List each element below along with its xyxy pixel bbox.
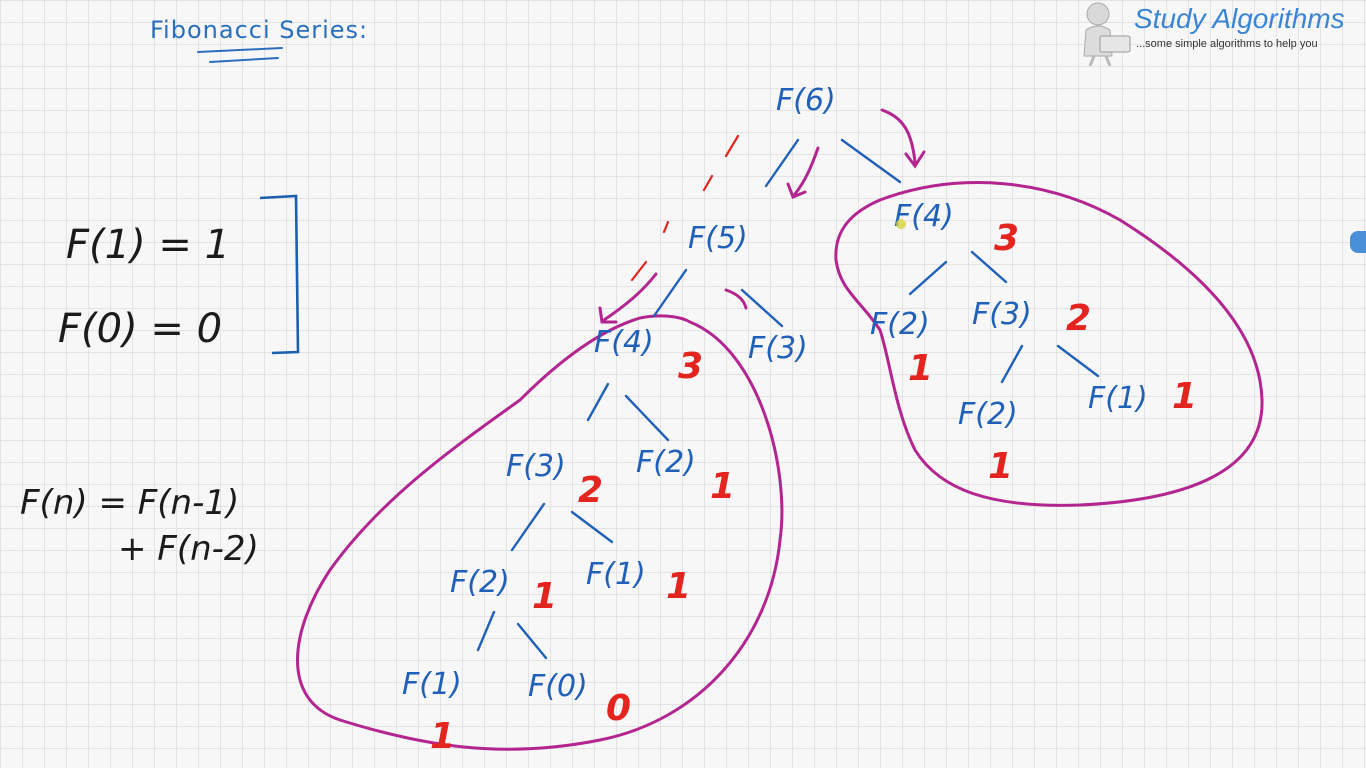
tree-node-value: 1 xyxy=(532,576,557,617)
tree-node-value: 1 xyxy=(666,566,691,607)
tree-node-value: 3 xyxy=(678,346,703,387)
tree-node-value: 1 xyxy=(710,466,735,507)
recurrence-line-2: + F(n-2) xyxy=(118,529,259,569)
tree-node-value: 1 xyxy=(908,348,933,389)
red-trace-marks xyxy=(630,134,740,282)
tree-node-label: F(2) xyxy=(450,565,510,600)
cursor-dot xyxy=(896,219,906,229)
base-case-f1: F(1) = 1 xyxy=(66,222,230,268)
arrow-f5-to-f3 xyxy=(724,288,748,310)
tree-node-label: F(0) xyxy=(528,669,588,704)
tree-node-label: F(1) xyxy=(586,557,646,592)
recursion-tree: F(6) F(5) F(4) 3 F(4) 3 F(3) F(3) 2 F(2)… xyxy=(402,83,1197,757)
tree-node-label: F(2) xyxy=(958,397,1018,432)
base-case-bracket xyxy=(259,194,300,355)
logo: Study Algorithms ...some simple algorith… xyxy=(1083,2,1345,67)
tree-node-label: F(6) xyxy=(776,83,836,118)
arrow-f6-to-f4 xyxy=(880,108,926,169)
tree-node-label: F(3) xyxy=(972,297,1032,332)
tree-node-value: 0 xyxy=(606,688,631,729)
tree-node-value: 2 xyxy=(1066,298,1091,339)
tree-node-label: F(3) xyxy=(506,449,566,484)
tree-node-label: F(2) xyxy=(636,445,696,480)
tree-node-label: F(5) xyxy=(688,221,748,256)
side-panel-tab[interactable] xyxy=(1350,231,1366,253)
tree-node-value: 2 xyxy=(578,470,603,511)
highlight-loop-right-subtree xyxy=(834,181,1264,507)
logo-tagline: ...some simple algorithms to help you xyxy=(1136,38,1318,50)
tree-node-label: F(3) xyxy=(748,331,808,366)
tree-node-label: F(1) xyxy=(1088,381,1148,416)
title-underline xyxy=(197,47,283,63)
arrow-f5-to-f4 xyxy=(598,272,658,324)
highlight-loop-left-subtree xyxy=(296,314,784,751)
tree-node-value: 3 xyxy=(994,218,1019,259)
tree-node-value: 1 xyxy=(988,446,1013,487)
tree-node-label: F(2) xyxy=(870,307,930,342)
tree-node-label: F(4) xyxy=(594,325,654,360)
figure-at-laptop-icon xyxy=(1083,2,1131,67)
base-case-f0: F(0) = 0 xyxy=(58,306,222,352)
arrow-f6-to-f5 xyxy=(786,146,820,199)
tree-edges xyxy=(476,138,1100,660)
page-title: Fibonacci Series: xyxy=(150,16,368,44)
tree-node-label: F(1) xyxy=(402,667,462,702)
recurrence-line-1: F(n) = F(n-1) xyxy=(20,483,239,523)
tree-node-value: 1 xyxy=(430,716,455,757)
tree-node-value: 1 xyxy=(1172,376,1197,417)
logo-title: Study Algorithms xyxy=(1134,3,1345,34)
tree-node-label: F(4) xyxy=(894,199,954,234)
